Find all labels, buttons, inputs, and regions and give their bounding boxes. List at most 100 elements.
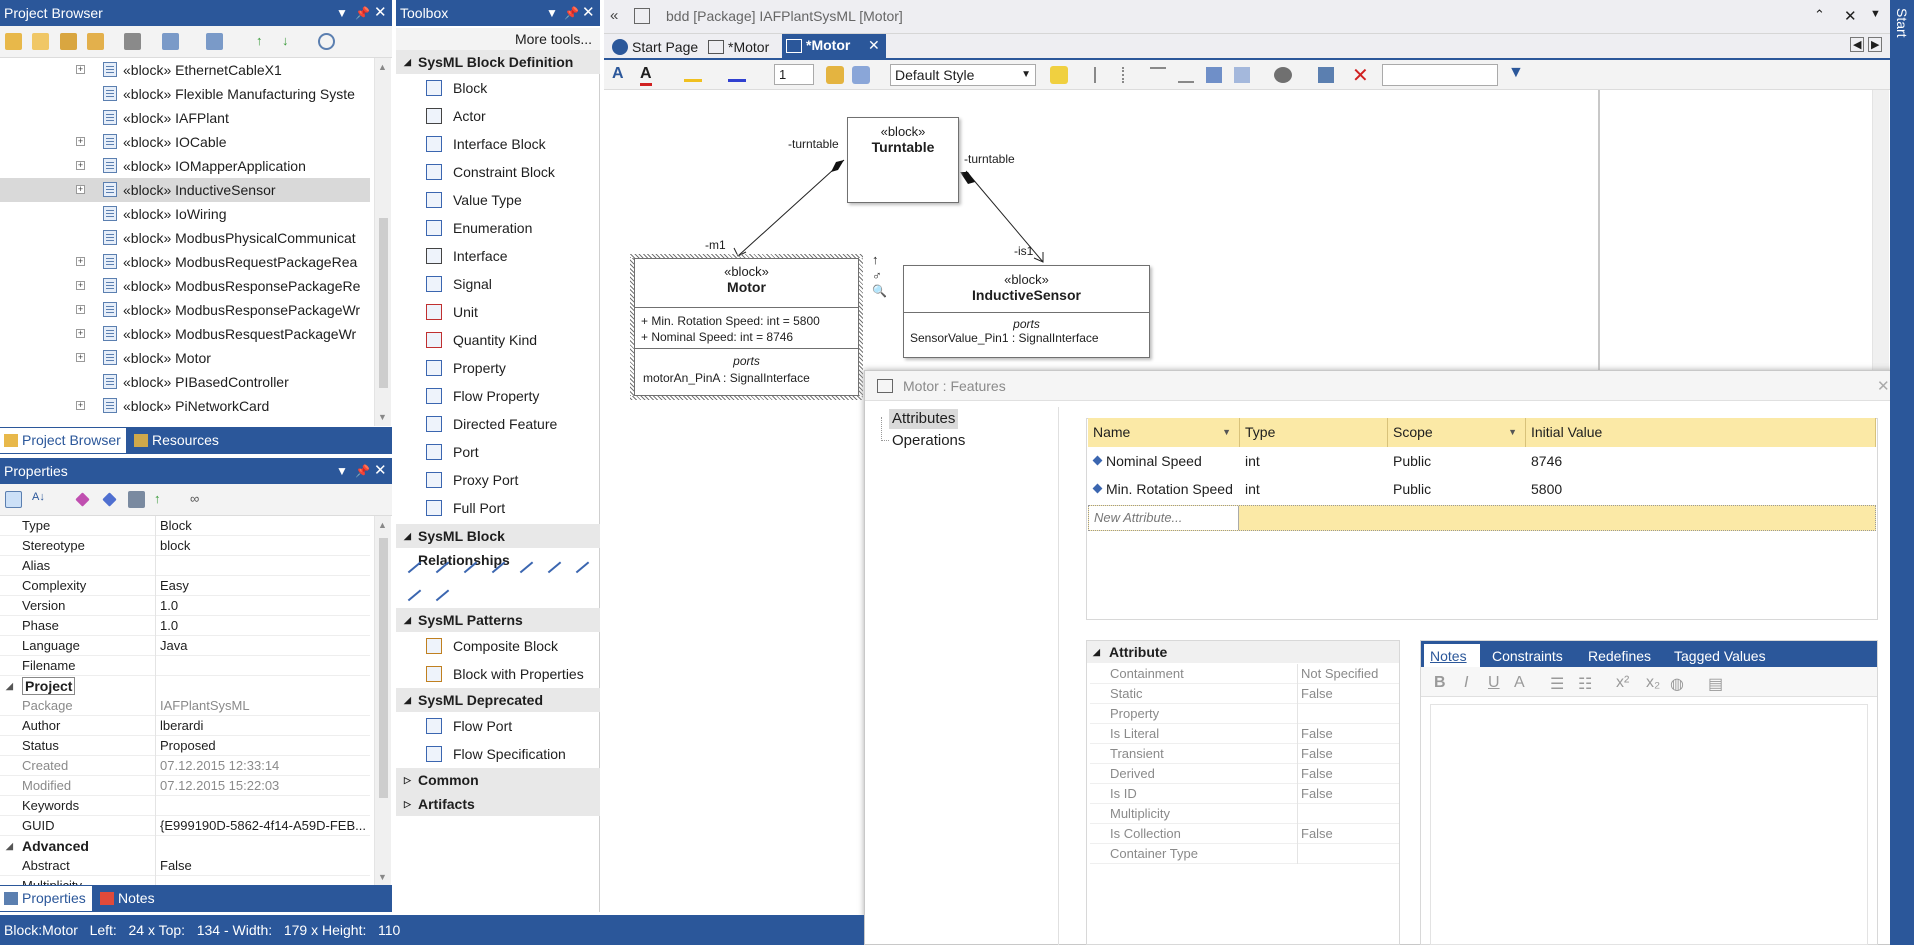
new-element-icon[interactable] <box>87 33 104 50</box>
expand-icon[interactable]: + <box>76 304 85 314</box>
tree-item[interactable]: «block» PIBasedController <box>0 370 370 394</box>
insert-icon[interactable]: ▤ <box>1708 676 1724 693</box>
highlight-icon[interactable] <box>1050 66 1068 84</box>
expand-icon[interactable]: + <box>76 136 85 146</box>
font-color-icon[interactable]: A <box>1514 674 1525 691</box>
property-row[interactable]: GUID{E999190D-5862-4f14-A59D-FEB... <box>0 816 370 836</box>
subscript-icon[interactable]: x₂ <box>1646 674 1661 691</box>
pane-menu-icon[interactable]: ▼ <box>336 464 348 478</box>
column-header[interactable]: Scope▼ <box>1388 418 1526 447</box>
toolbox-item[interactable]: Composite Block <box>396 632 600 660</box>
close-icon[interactable]: ✕ <box>374 462 387 479</box>
tab-notes[interactable]: Notes <box>96 886 176 911</box>
tree-item[interactable]: +«block» IOCable <box>0 130 370 154</box>
pane-menu-icon[interactable]: ▼ <box>336 6 348 20</box>
tree-item-attributes[interactable]: Attributes <box>889 409 959 429</box>
menu-diagram-icon[interactable]: ▼ <box>1870 8 1881 20</box>
move-up-icon[interactable]: ↑ <box>256 33 263 48</box>
apply-style-icon[interactable] <box>826 66 844 84</box>
toolbox-item[interactable]: Directed Feature <box>396 410 600 438</box>
go-up-icon[interactable]: ↑ <box>154 491 161 506</box>
scroll-thumb[interactable] <box>379 218 388 388</box>
column-header[interactable]: Name▼ <box>1088 418 1240 447</box>
tab-properties[interactable]: Properties <box>0 886 92 911</box>
line-width-stepper[interactable]: 1 <box>774 64 814 85</box>
tab-scroll-right-icon[interactable]: ▶ <box>1868 37 1883 52</box>
project-tree-scrollbar[interactable]: ▲ ▼ <box>374 58 391 426</box>
toolbox-item[interactable]: Quantity Kind <box>396 326 600 354</box>
filter-dropdown-icon[interactable]: ▼ <box>1222 427 1231 437</box>
tab-start-page[interactable]: Start Page <box>608 36 702 58</box>
side-tab-start[interactable]: Start <box>1894 8 1910 38</box>
new-package-icon[interactable] <box>5 33 22 50</box>
property-row[interactable]: Alias <box>0 556 370 576</box>
close-diagram-icon[interactable]: ✕ <box>1844 8 1857 25</box>
tab-project-browser[interactable]: Project Browser <box>0 428 126 453</box>
toolbox-item[interactable]: Block <box>396 74 600 102</box>
expand-icon[interactable]: + <box>76 280 85 290</box>
diagram-scrollbar[interactable] <box>1872 90 1889 370</box>
toolbox-item[interactable]: Actor <box>396 102 600 130</box>
move-down-icon[interactable]: ↓ <box>282 33 289 48</box>
property-row[interactable]: Keywords <box>0 796 370 816</box>
grid-cell[interactable]: Nominal Speed <box>1106 453 1202 469</box>
tag-icon[interactable] <box>75 492 90 507</box>
toolbox-item[interactable]: Interface Block <box>396 130 600 158</box>
font-color-icon[interactable]: A <box>640 65 652 86</box>
toolbox-item[interactable]: Flow Specification <box>396 740 600 768</box>
collapse-icon[interactable]: ◢ <box>6 841 13 851</box>
numbered-list-icon[interactable]: ☷ <box>1578 676 1593 693</box>
tab-scroll-left-icon[interactable]: ◀ <box>1850 37 1865 52</box>
settings-icon[interactable] <box>128 491 145 508</box>
bring-front-icon[interactable] <box>1206 67 1222 83</box>
toolbox-item[interactable]: Enumeration <box>396 214 600 242</box>
collapse-up-icon[interactable]: ⌃ <box>1814 7 1825 22</box>
filter-properties-icon[interactable]: ∞ <box>190 491 200 506</box>
italic-icon[interactable]: I <box>1464 674 1469 691</box>
column-header[interactable]: Initial Value <box>1526 418 1876 447</box>
grid-cell[interactable]: 5800 <box>1531 481 1563 497</box>
tree-item[interactable]: «block» IAFPlant <box>0 106 370 130</box>
close-icon[interactable]: ✕ <box>374 4 387 21</box>
tree-item[interactable]: «block» ModbusPhysicalCommunicat <box>0 226 370 250</box>
notes-tab[interactable]: Tagged Values <box>1674 648 1766 664</box>
notes-tab[interactable]: Notes <box>1424 644 1480 668</box>
expand-icon[interactable]: + <box>76 256 85 266</box>
toolbox-section[interactable]: ◢SysML Block Definition <box>396 50 600 74</box>
edit-icon[interactable] <box>162 33 179 50</box>
tree-item[interactable]: +«block» IOMapperApplication <box>0 154 370 178</box>
tab-motor-active[interactable]: *Motor ✕ <box>782 34 886 60</box>
property-icon[interactable] <box>102 492 117 507</box>
tree-item[interactable]: +«block» PiNetworkCard <box>0 394 370 418</box>
find-icon[interactable] <box>124 33 141 50</box>
expand-icon[interactable]: + <box>76 160 85 170</box>
close-dialog-icon[interactable]: ✕ <box>1877 378 1890 395</box>
style-select[interactable]: Default Style ▼ <box>890 64 1036 86</box>
attribute-property-row[interactable]: Container Type <box>1090 844 1399 864</box>
toolbox-item[interactable]: Flow Property <box>396 382 600 410</box>
expand-icon[interactable]: + <box>76 400 85 410</box>
tree-item[interactable]: +«block» ModbusResponsePackageRe <box>0 274 370 298</box>
new-diagram-icon[interactable] <box>60 33 77 50</box>
toolbox-item[interactable]: Flow Port <box>396 712 600 740</box>
grid-cell[interactable]: int <box>1245 453 1260 469</box>
view-icon[interactable] <box>206 33 223 50</box>
toolbox-item[interactable]: Constraint Block <box>396 158 600 186</box>
get-style-icon[interactable] <box>852 66 870 84</box>
toolbar-search-input[interactable] <box>1382 64 1498 86</box>
toolbox-section[interactable]: ◢SysML Block Relationships <box>396 524 600 568</box>
property-category[interactable]: ◢Project <box>0 676 370 696</box>
toolbox-item[interactable]: Value Type <box>396 186 600 214</box>
grid-cell[interactable]: int <box>1245 481 1260 497</box>
toolbox-item[interactable]: Full Port <box>396 494 600 522</box>
